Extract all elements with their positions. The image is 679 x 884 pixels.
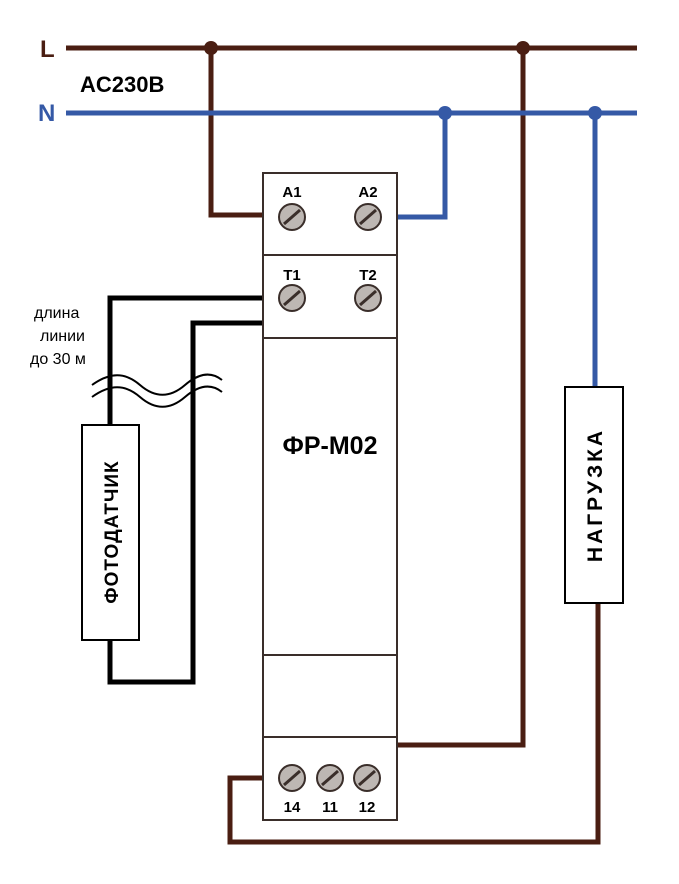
terminal-11-label: 11 (322, 799, 338, 816)
photo-sensor-label: ФОТОДАТЧИК (102, 460, 123, 603)
terminal-14-screw (278, 764, 306, 792)
terminal-11-screw (316, 764, 344, 792)
terminal-a1-screw (278, 203, 306, 231)
cable-note-line-2: линии (40, 328, 85, 345)
phase-junction-1 (204, 41, 218, 55)
supply-voltage-label: AC230B (80, 72, 164, 97)
terminal-t2-label: T2 (359, 267, 377, 284)
device-enclosure (262, 172, 398, 821)
terminal-14-label: 14 (284, 799, 301, 816)
contact-14-to-load-wire (227, 603, 601, 845)
terminal-t2-screw (354, 284, 382, 312)
relay-device: ФР-М02 A1 A2 T1 T2 14 11 12 (262, 172, 398, 821)
terminal-12-screw (353, 764, 381, 792)
neutral-junction-2 (588, 106, 602, 120)
cable-note-line-1: длина (34, 305, 79, 322)
phase-junction-2 (516, 41, 530, 55)
phase-to-a1-wire (208, 48, 285, 218)
phase-wires (66, 45, 637, 845)
load-box (564, 386, 624, 604)
device-name: ФР-М02 (283, 432, 378, 460)
neutral-junction-1 (438, 106, 452, 120)
terminal-t1-label: T1 (283, 267, 301, 284)
neutral-line-label: N (38, 100, 55, 127)
terminal-t1-screw (278, 284, 306, 312)
phase-line-label: L (40, 36, 55, 63)
cable-break-mark (91, 373, 223, 408)
terminal-screws (278, 203, 382, 792)
terminal-a1-label: A1 (282, 184, 301, 201)
terminal-a2-screw (354, 203, 382, 231)
terminal-a2-label: A2 (358, 184, 377, 201)
photo-sensor-box (81, 424, 140, 641)
load-label: НАГРУЗКА (584, 428, 607, 562)
t1-sensor-wire (107, 295, 291, 425)
terminal-12-label: 12 (359, 799, 376, 816)
cable-note-line-3: до 30 м (30, 351, 86, 368)
